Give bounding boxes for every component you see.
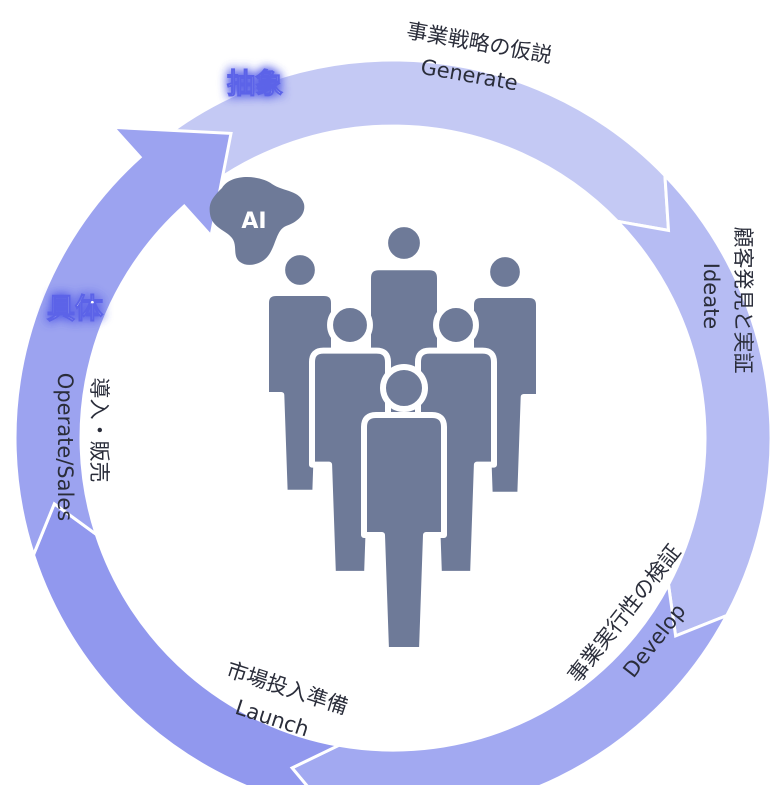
ring-segment-launch [31,501,344,790]
ai-badge: AI [209,177,305,265]
abstract-tag: 抽象 [227,67,283,100]
people-group-icon [263,221,542,653]
segment-ideate-en: Ideate [699,263,723,329]
person-front [361,364,447,653]
ai-label: AI [241,209,266,234]
ai-blob-icon [209,177,305,265]
concrete-tag: 具体 [47,292,104,325]
segment-operate-jp: 導入・販売 [87,378,111,483]
cycle-ring [13,58,773,790]
ring-segment-operate-sales [13,125,233,560]
segment-operate-en: Operate/Sales [53,373,77,521]
segment-ideate-jp: 顧客発見と実証 [731,227,755,374]
